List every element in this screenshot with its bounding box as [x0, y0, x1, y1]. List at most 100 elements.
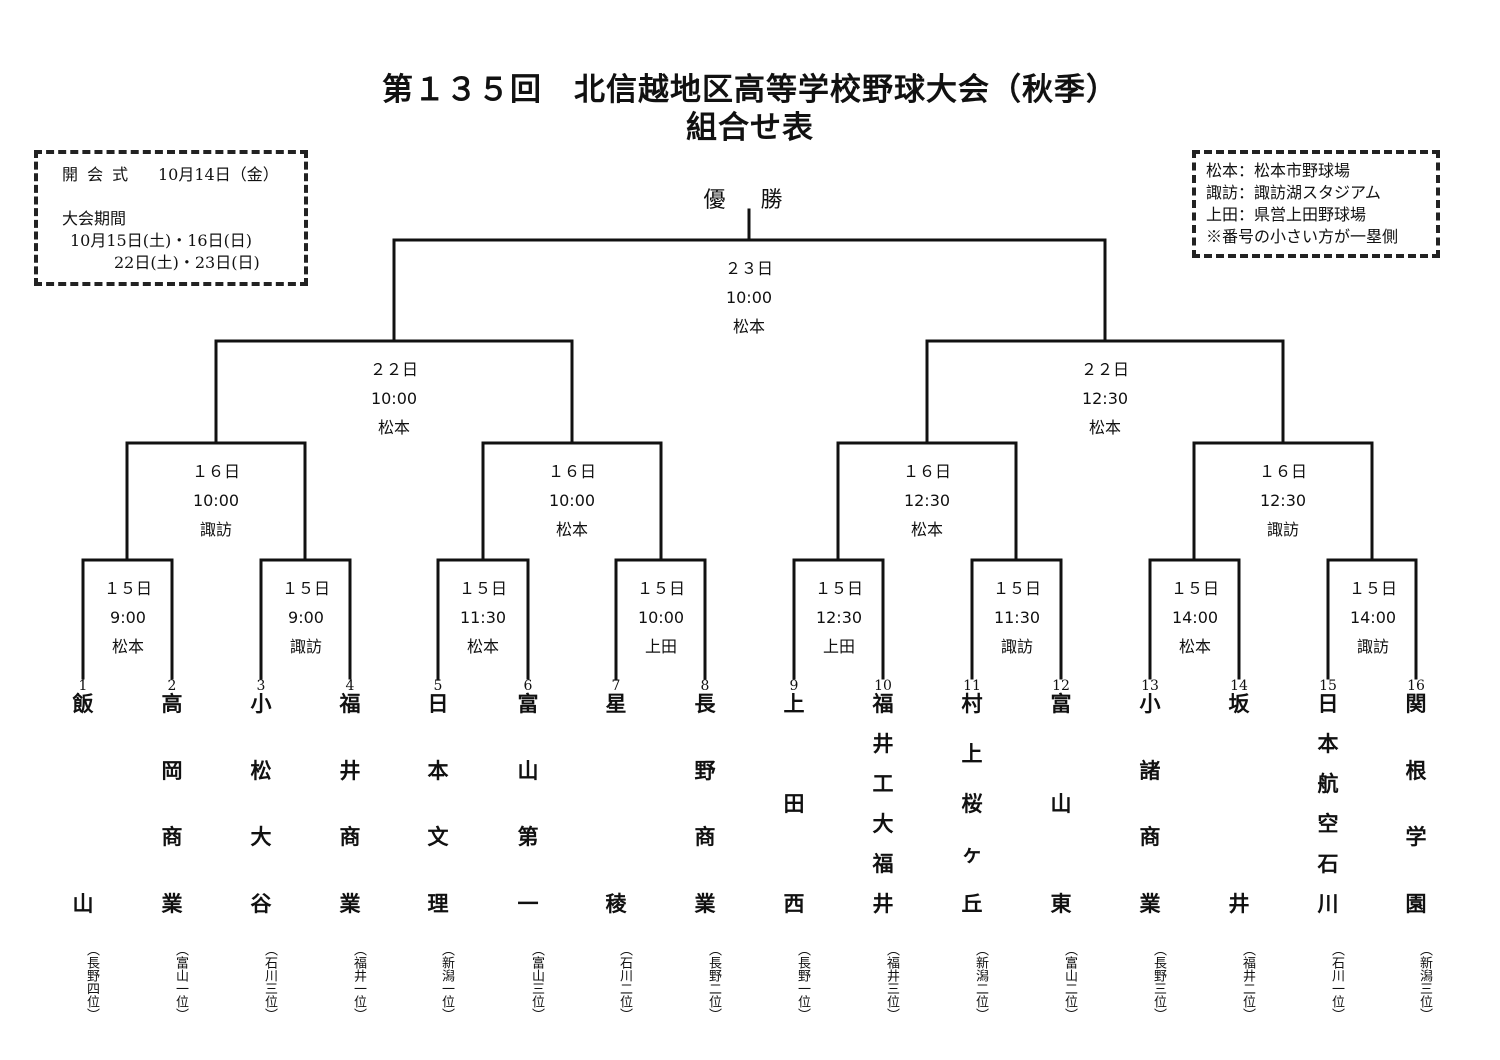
team-name-char: 業: [694, 892, 716, 916]
seed-number: 1: [78, 678, 88, 694]
tournament-title: 第１３５回 北信越地区高等学校野球大会（秋季）: [382, 72, 1118, 108]
team-name-char: ヶ: [961, 842, 983, 866]
team-name-char: 村: [961, 692, 983, 716]
seed-number: 4: [345, 678, 355, 694]
venue-line-matsumoto: 松本：松本市野球場: [1206, 161, 1351, 180]
team-name: 富山東: [1046, 0, 1076, 916]
team-name-char: 工: [872, 772, 894, 796]
team-name-char: 東: [1050, 892, 1072, 916]
team-prefecture-rank: （石川一位）: [1329, 943, 1344, 1021]
schedule-info-box: 開 会 式 10月14日（金） 大会期間 10月15日(土)・16日(日) 22…: [34, 150, 308, 286]
match-time: 9:00: [288, 608, 324, 627]
match-day: ２２日: [1080, 360, 1129, 379]
seed-number: 10: [874, 678, 892, 694]
first-bracket-1: [81, 558, 174, 680]
match-day: １５日: [1170, 579, 1219, 598]
team-name-char: 井: [339, 758, 361, 783]
team-name-char: 一: [517, 892, 539, 916]
team-name-char: 谷: [250, 892, 272, 916]
first-match-info-8: １５日 14:00 諏訪: [1328, 574, 1418, 661]
team-name: 日本航空石川: [1313, 0, 1343, 916]
team-name: 長野商業: [690, 0, 720, 916]
team-name-char: 根: [1405, 758, 1427, 783]
team-name: 富山第一: [513, 0, 543, 916]
team-prefecture-rank: （長野二位）: [706, 943, 721, 1021]
venue-line-suwa: 諏訪：諏訪湖スタジアム: [1206, 183, 1381, 202]
team-prefecture-rank: （新潟三位）: [1417, 943, 1432, 1021]
first-bracket-6: [970, 558, 1063, 680]
team-prefecture-rank: （福井一位）: [351, 943, 366, 1021]
opening-ceremony-label: 開 会 式: [62, 165, 131, 184]
first-bracket-3: [436, 558, 530, 680]
seed-number: 2: [167, 678, 177, 694]
match-time: 12:30: [1259, 491, 1307, 510]
match-venue: 諏訪: [199, 520, 232, 539]
period-label: 大会期間: [62, 209, 127, 228]
team-name-char: 上: [961, 742, 983, 766]
team-name-char: 商: [1139, 825, 1161, 850]
team-name-char: 福: [872, 692, 894, 716]
match-day: １６日: [1258, 462, 1307, 481]
team-prefecture-rank: （富山一位）: [173, 943, 188, 1021]
first-match-info-4: １５日 10:00 上田: [616, 574, 706, 661]
team-name-char: 飯: [72, 692, 94, 716]
team-name-char: 井: [1228, 892, 1250, 916]
first-bracket-5: [792, 558, 885, 680]
match-day: １５日: [281, 579, 330, 598]
semi-match-info-2: ２２日 12:30 松本: [1060, 355, 1150, 442]
match-day: １５日: [814, 579, 863, 598]
match-day: １６日: [902, 462, 951, 481]
team-name-char: 田: [783, 792, 805, 816]
match-day: １５日: [103, 579, 152, 598]
team-name-char: 福: [339, 692, 361, 716]
match-time: 10:00: [637, 608, 685, 627]
final-time: 10:00: [725, 288, 773, 307]
team-name-char: 園: [1405, 892, 1427, 916]
first-bracket-2: [259, 558, 352, 680]
team-name-char: 川: [1317, 892, 1339, 916]
team-name: 坂井: [1224, 0, 1254, 916]
match-day: １６日: [547, 462, 596, 481]
team-name: 日本文理: [423, 0, 453, 916]
quarter-match-info-3: １６日 12:30 松本: [882, 457, 972, 544]
team-prefecture-rank: （富山二位）: [1062, 943, 1077, 1021]
final-bracket: [392, 208, 1107, 343]
team-name-char: 野: [694, 758, 716, 783]
match-venue: 上田: [822, 637, 855, 656]
seed-number: 13: [1141, 678, 1159, 694]
team-prefecture-rank: （富山三位）: [529, 943, 544, 1021]
opening-ceremony-date: 10月14日（金）: [158, 165, 279, 184]
match-time: 14:00: [1349, 608, 1397, 627]
team-name-char: 日: [1317, 692, 1339, 716]
seed-number: 14: [1230, 678, 1248, 694]
team-name-char: 富: [517, 692, 539, 716]
match-day: １５日: [1348, 579, 1397, 598]
match-time: 12:30: [1081, 389, 1129, 408]
team-name-char: 山: [72, 892, 94, 916]
team-name: 星稜: [601, 0, 631, 916]
team-name-char: 稜: [605, 892, 627, 916]
seed-number: 5: [433, 678, 443, 694]
team-prefecture-rank: （新潟一位）: [439, 943, 454, 1021]
team-name-char: 商: [694, 825, 716, 850]
match-venue: 松本: [555, 520, 588, 539]
seed-number: 11: [963, 678, 981, 694]
team-name-char: 業: [1139, 892, 1161, 916]
team-name-char: 松: [250, 758, 272, 783]
match-venue: 諏訪: [1000, 637, 1033, 656]
match-venue: 諏訪: [289, 637, 322, 656]
match-venue: 松本: [1178, 637, 1211, 656]
final-day: ２３日: [724, 259, 773, 278]
seed-number: 16: [1407, 678, 1425, 694]
seed-number: 7: [611, 678, 621, 694]
first-match-info-7: １５日 14:00 松本: [1150, 574, 1240, 661]
team-name-char: 業: [161, 892, 183, 916]
team-name-char: 関: [1405, 692, 1427, 716]
tournament-subtitle: 組合せ表: [686, 110, 814, 146]
team-name-char: 航: [1317, 772, 1339, 796]
team-name: 村上桜ヶ丘: [957, 0, 987, 916]
seed-number: 8: [700, 678, 710, 694]
seed-number: 9: [789, 678, 799, 694]
team-name-char: 第: [517, 825, 539, 850]
first-match-info-5: １５日 12:30 上田: [794, 574, 884, 661]
